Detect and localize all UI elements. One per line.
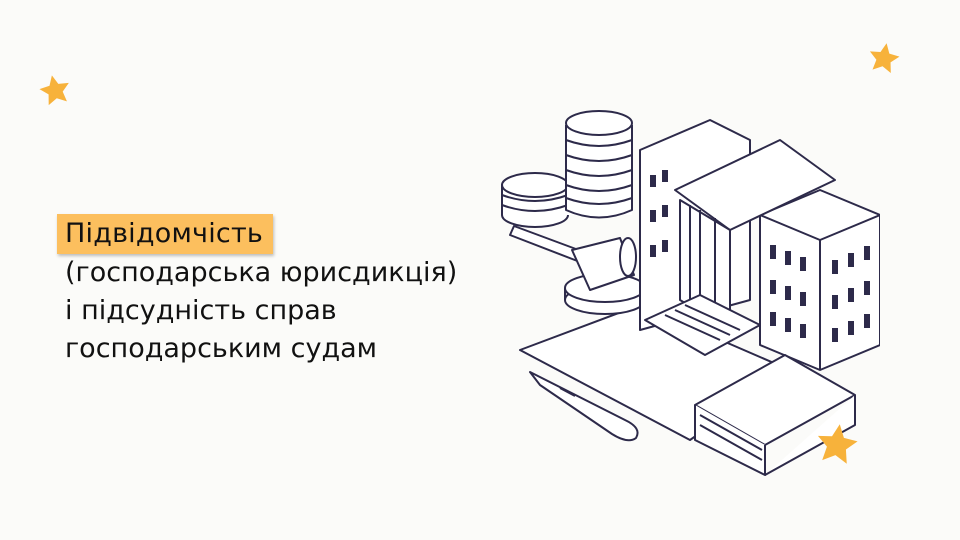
- title-line-3: господарським судам: [65, 333, 378, 364]
- star-icon: [817, 424, 858, 464]
- title-line-1: (господарська юрисдикція): [65, 257, 458, 288]
- title-line-2: і підсудність справ: [65, 295, 337, 326]
- highlighted-title: Підвідомчість: [57, 214, 273, 254]
- book-icon: [694, 354, 856, 476]
- star-icon: [869, 43, 900, 74]
- building: [639, 119, 880, 371]
- courthouse-illustration: [501, 110, 880, 476]
- slide-title: Підвідомчість (господарська юрисдикція) …: [57, 214, 457, 368]
- gavel-icon: [509, 225, 646, 315]
- pen-icon: [529, 371, 639, 442]
- coins-icon: [501, 110, 633, 228]
- star-icon: [39, 75, 69, 106]
